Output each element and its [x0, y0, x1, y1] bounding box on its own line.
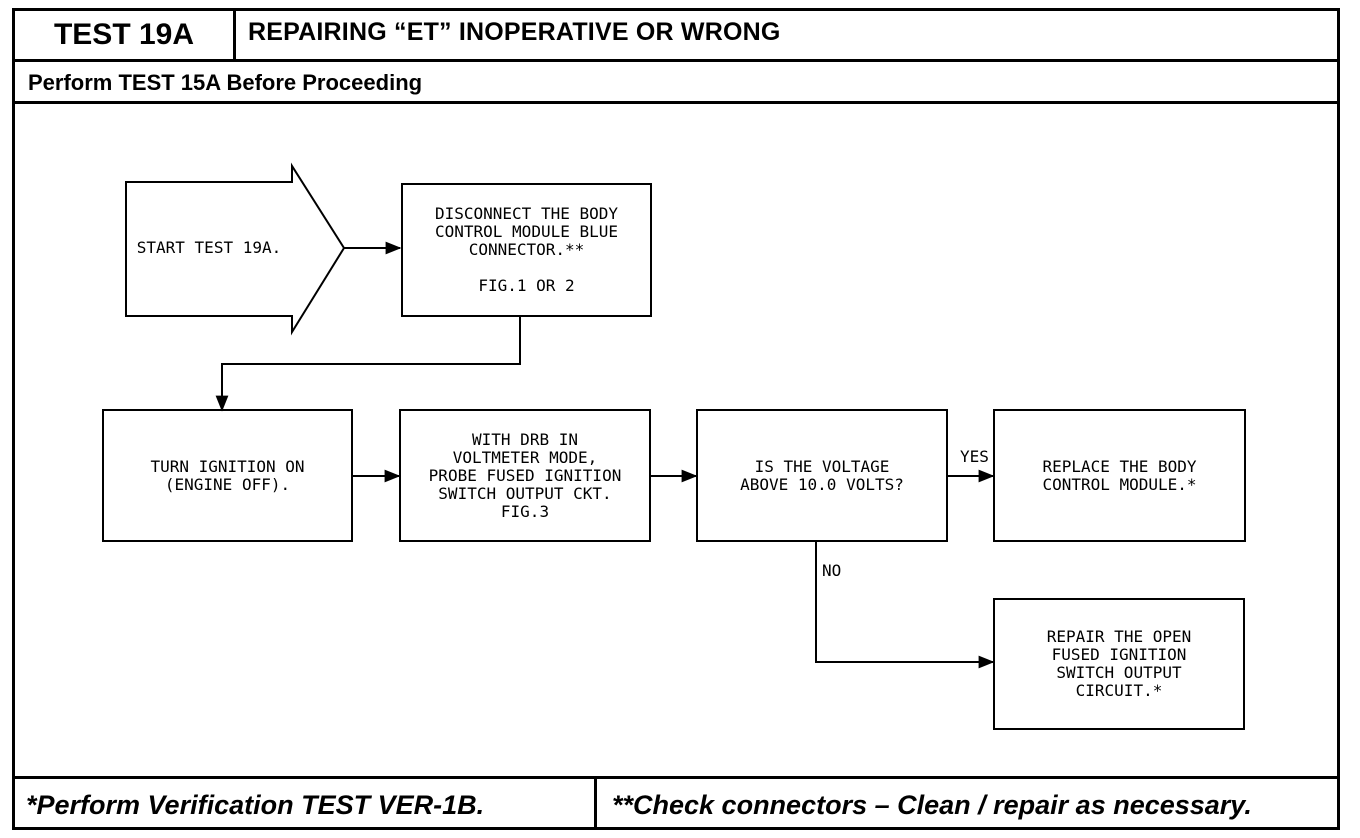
probe-ignition-circuit-box: WITH DRB IN VOLTMETER MODE, PROBE FUSED …: [399, 409, 651, 542]
repair-open-circuit-box: REPAIR THE OPEN FUSED IGNITION SWITCH OU…: [993, 598, 1245, 730]
header-divider: [12, 59, 1340, 62]
start-arrow-shape: [125, 162, 346, 336]
footer-column-divider: [594, 778, 597, 830]
footer-note-verification: *Perform Verification TEST VER-1B.: [26, 790, 485, 820]
start-label: START TEST 19A.: [136, 238, 282, 257]
no-label: NO: [822, 561, 842, 580]
test-id: TEST 19A: [53, 18, 195, 51]
footer-note-connectors: **Check connectors – Clean / repair as n…: [612, 790, 1252, 820]
arrow-question-no: [815, 541, 995, 669]
replace-body-control-module-box: REPLACE THE BODY CONTROL MODULE.*: [993, 409, 1246, 542]
page-frame: [12, 8, 1340, 830]
prerequisite-note: Perform TEST 15A Before Proceeding: [28, 70, 423, 95]
disconnect-connector-box: DISCONNECT THE BODY CONTROL MODULE BLUE …: [401, 183, 652, 317]
page-title: REPAIRING “ET” INOPERATIVE OR WRONG: [248, 18, 781, 46]
arrow-disconnect-to-ignition: [215, 316, 521, 412]
voltage-question-box: IS THE VOLTAGE ABOVE 10.0 VOLTS?: [696, 409, 948, 542]
turn-ignition-on-box: TURN IGNITION ON (ENGINE OFF).: [102, 409, 353, 542]
subheader-divider: [12, 101, 1340, 104]
yes-label: YES: [960, 447, 989, 466]
footer-divider: [12, 776, 1340, 779]
